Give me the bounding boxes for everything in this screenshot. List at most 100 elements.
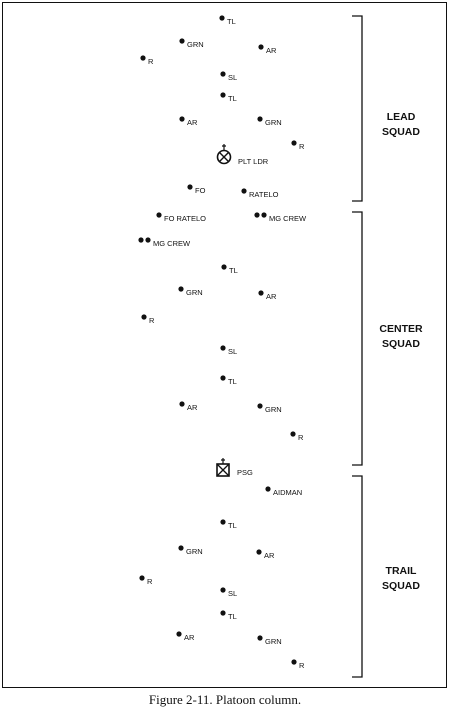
element-r: R (141, 314, 155, 325)
squad-group-lead: LEAD SQUAD (352, 15, 420, 202)
element-r: R (291, 659, 305, 670)
squad-label-line2: SQUAD (382, 126, 420, 138)
position-dot (220, 519, 226, 525)
element-label: TL (228, 612, 237, 621)
squad-group-center: CENTER SQUAD (352, 211, 423, 466)
squad-label-line2: SQUAD (382, 580, 420, 592)
element-grn: GRN (179, 38, 204, 49)
position-dot (145, 237, 151, 243)
element-tl: TL (220, 610, 237, 621)
position-dot (178, 286, 184, 292)
element-mg-crew: MG CREW (138, 237, 191, 248)
element-sl: SL (220, 71, 237, 82)
element-plt-ldr: PLT LDR (216, 144, 269, 166)
position-dot (220, 345, 226, 351)
element-r: R (290, 431, 304, 442)
position-dot (187, 184, 193, 190)
element-tl: TL (221, 264, 238, 275)
element-label: GRN (265, 405, 282, 414)
element-ar: AR (179, 116, 198, 127)
position-dot (291, 140, 297, 146)
squad-bracket (352, 15, 363, 202)
position-dot (138, 237, 144, 243)
element-label: R (148, 57, 154, 66)
element-ar: AR (179, 401, 198, 412)
element-r: R (291, 140, 305, 151)
element-tl: TL (219, 15, 236, 26)
element-grn: GRN (178, 286, 203, 297)
element-sl: SL (220, 587, 237, 598)
element-ratelo: RATELO (241, 188, 279, 199)
platoon-sergeant-symbol (216, 458, 230, 477)
position-dot (179, 116, 185, 122)
element-label: AIDMAN (273, 488, 302, 497)
element-label: AR (266, 46, 277, 55)
position-dot (257, 403, 263, 409)
element-mg-crew: MG CREW (254, 212, 307, 223)
element-sl: SL (220, 345, 237, 356)
position-dot (265, 486, 271, 492)
element-grn: GRN (257, 116, 282, 127)
element-label: GRN (186, 547, 203, 556)
squad-label-line1: LEAD (387, 111, 416, 123)
position-dot (220, 375, 226, 381)
element-label: FO (195, 186, 206, 195)
position-dot (179, 38, 185, 44)
element-label: MG CREW (269, 214, 307, 223)
element-r: R (139, 575, 153, 586)
position-dot (258, 290, 264, 296)
element-psg: PSG (216, 458, 253, 477)
element-label: R (298, 433, 304, 442)
element-label: AR (184, 633, 195, 642)
element-ar: AR (256, 549, 275, 560)
squad-bracket (352, 475, 363, 678)
position-dot (220, 587, 226, 593)
element-label: AR (264, 551, 275, 560)
element-ar: AR (258, 290, 277, 301)
position-dot (220, 71, 226, 77)
element-r: R (140, 55, 154, 66)
element-label: GRN (186, 288, 203, 297)
position-dot (254, 212, 260, 218)
element-label: TL (228, 377, 237, 386)
element-grn: GRN (178, 545, 203, 556)
position-dot (178, 545, 184, 551)
element-label: TL (228, 94, 237, 103)
figure-frame (2, 2, 447, 688)
element-fo-ratelo: FO RATELO (156, 212, 206, 223)
element-ar: AR (176, 631, 195, 642)
figure-caption: Figure 2-11. Platoon column. (148, 692, 302, 707)
element-label: R (149, 316, 155, 325)
element-label: PSG (237, 468, 253, 477)
position-dot (141, 314, 147, 320)
position-dot (179, 401, 185, 407)
element-label: GRN (265, 118, 282, 127)
position-dot (256, 549, 262, 555)
element-fo: FO (187, 184, 206, 195)
position-dot (156, 212, 162, 218)
position-dot (291, 659, 297, 665)
element-label: PLT LDR (238, 157, 269, 166)
position-dot (219, 15, 225, 21)
position-dot (221, 264, 227, 270)
element-tl: TL (220, 519, 237, 530)
position-dot (257, 116, 263, 122)
squad-bracket (352, 211, 363, 466)
element-label: AR (266, 292, 277, 301)
element-tl: TL (220, 92, 237, 103)
element-label: GRN (265, 637, 282, 646)
squad-label-line1: CENTER (379, 323, 423, 335)
position-dot (140, 55, 146, 61)
element-grn: GRN (257, 635, 282, 646)
position-dot (241, 188, 247, 194)
element-label: R (299, 142, 305, 151)
squad-label-line2: SQUAD (382, 338, 420, 350)
element-label: R (147, 577, 153, 586)
position-dot (220, 92, 226, 98)
element-label: AR (187, 403, 198, 412)
element-label: FO RATELO (164, 214, 206, 223)
element-label: TL (227, 17, 236, 26)
position-dot (290, 431, 296, 437)
element-label: AR (187, 118, 198, 127)
